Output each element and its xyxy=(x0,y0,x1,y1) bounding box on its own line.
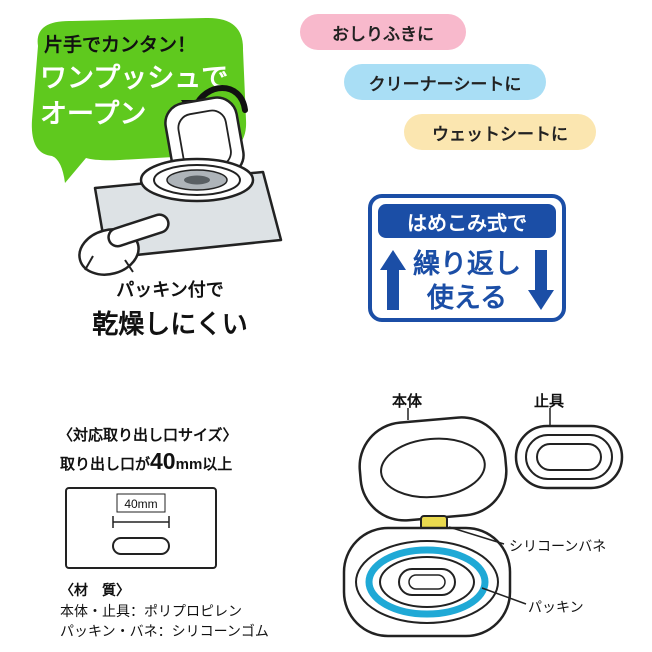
gasket-label: パッキン xyxy=(528,599,584,615)
size-requirement: 取り出し口が40mm以上 xyxy=(60,448,232,475)
reuse-line2: 使える xyxy=(426,283,508,313)
spring-leader-line xyxy=(448,526,505,545)
size-section-title: 〈対応取り出し口サイズ〉 xyxy=(58,427,238,444)
parts-diagram xyxy=(342,408,624,638)
usage-tag-wet-sheet: ウェットシートに xyxy=(404,114,596,150)
materials-title: 〈材 質〉 xyxy=(60,582,130,598)
body-open-lid xyxy=(358,416,508,522)
gasket-note-line1: パッキン付で xyxy=(116,280,224,300)
usage-tag-cleaner: クリーナーシートに xyxy=(344,64,546,100)
spring-label: シリコーンバネ xyxy=(509,538,607,554)
label-ticks xyxy=(407,408,551,426)
opening-size-diagram: 40mm xyxy=(65,487,217,569)
reuse-header: はめこみ式で xyxy=(378,204,556,238)
usage-tag-label: クリーナーシートに xyxy=(368,74,522,94)
callout-line1: 片手でカンタン！ xyxy=(44,35,197,56)
measure-label: 40mm xyxy=(124,497,157,511)
reuse-line1: 繰り返し xyxy=(413,249,521,279)
cycle-arrow-down-icon xyxy=(528,250,554,310)
usage-tag-label: ウェットシートに xyxy=(432,124,568,144)
pointing-hand xyxy=(78,213,170,276)
gasket-ring xyxy=(365,546,489,618)
body-label: 本体 xyxy=(392,393,423,410)
measure-lines xyxy=(112,516,170,528)
pack-outline xyxy=(65,487,217,569)
materials-line2: パッキン・バネ：シリコーンゴム xyxy=(60,623,269,639)
usage-tag-label: おしりふきに xyxy=(332,24,434,44)
stopper-label: 止具 xyxy=(534,393,565,410)
stopper-part xyxy=(514,424,624,490)
reuse-feature-box: はめこみ式で 繰り返し 使える xyxy=(368,194,566,322)
size-prefix: 取り出し口が xyxy=(60,456,151,473)
gasket-leader-line xyxy=(481,587,527,605)
gasket-note: パッキン付で 乾燥しにくい xyxy=(55,276,285,341)
cycle-arrow-up-icon xyxy=(380,250,406,310)
opening-slot xyxy=(112,537,170,555)
materials-line1: 本体・止具：ポリプロピレン xyxy=(60,603,242,619)
callout-line3: オープン xyxy=(40,99,147,129)
callout-line2: ワンプッシュで xyxy=(40,63,229,93)
size-suffix: mm以上 xyxy=(175,456,233,473)
gasket-note-line2: 乾燥しにくい xyxy=(92,309,248,339)
usage-tag-wipes: おしりふきに xyxy=(300,14,466,50)
size-value: 40 xyxy=(150,448,176,474)
one-push-illustration xyxy=(78,85,283,276)
measure-label-box xyxy=(116,493,166,513)
